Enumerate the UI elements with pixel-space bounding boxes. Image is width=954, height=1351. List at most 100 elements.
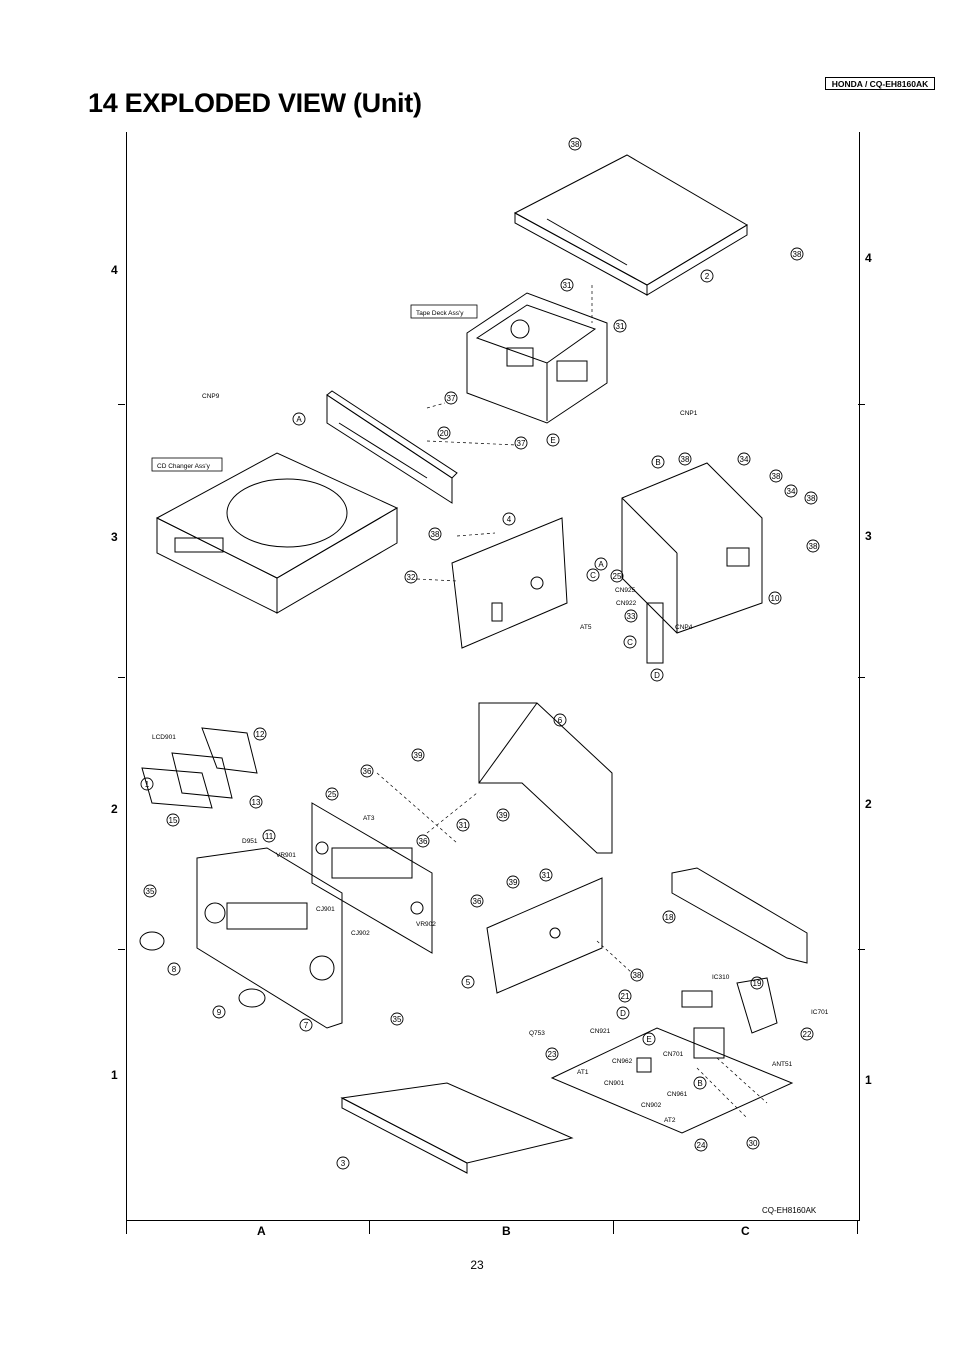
callout-number: 25: [613, 572, 622, 581]
callout-38: [428, 527, 442, 541]
lcd-assembly: [141, 727, 258, 809]
callout-number: 38: [809, 542, 818, 551]
main-pcb-24: [550, 1027, 794, 1134]
callout-number: 11: [265, 832, 274, 841]
callout-number: 22: [803, 1030, 812, 1039]
chassis-5: [486, 877, 603, 994]
at1-label: AT1: [577, 1069, 589, 1076]
cn701-label: CN701: [663, 1051, 684, 1058]
callout-number: 32: [407, 573, 416, 582]
part-callouts: [140, 137, 820, 1170]
callout-38: [678, 452, 692, 466]
column-label: B: [502, 1224, 511, 1238]
cnp4-label: CNP4: [675, 624, 693, 631]
zone-label-right: 1: [865, 1073, 872, 1087]
callout-number: 31: [563, 281, 572, 290]
connector-marker-a: [594, 557, 608, 571]
callout-number: 38: [772, 472, 781, 481]
callout-36: [470, 894, 484, 908]
cn961-label: CN961: [667, 1091, 688, 1098]
callout-number: 35: [146, 887, 155, 896]
connector-marker-d: [616, 1006, 630, 1020]
callout-7: [299, 1018, 313, 1032]
bottom-cover-3: [340, 1082, 574, 1174]
page-title: 14 EXPLODED VIEW (Unit): [88, 88, 422, 118]
connector-marker-c: [623, 635, 637, 649]
callout-31: [613, 319, 627, 333]
callout-number: 4: [507, 515, 512, 524]
callout-number: 38: [633, 971, 642, 980]
callout-number: 38: [793, 250, 802, 259]
callout-20: [437, 426, 451, 440]
callout-number: 31: [542, 871, 551, 880]
callout-23: [545, 1047, 559, 1061]
callout-31: [456, 818, 470, 832]
cd-changer-label: CD Changer Ass'y: [157, 463, 211, 470]
at2-label: AT2: [664, 1117, 676, 1124]
cj901-label: CJ901: [316, 906, 335, 913]
callout-39: [411, 748, 425, 762]
connector-marker-b: [651, 455, 665, 469]
callout-number: 8: [172, 965, 177, 974]
callout-5: [461, 975, 475, 989]
callout-number: 10: [771, 594, 780, 603]
callout-1: [140, 777, 154, 791]
connector-marker-d: [650, 668, 664, 682]
ic-heatsink-19: [681, 977, 778, 1034]
top-cover: [513, 154, 748, 296]
callout-25: [325, 787, 339, 801]
callout-number: 33: [627, 612, 636, 621]
callout-38: [630, 968, 644, 982]
chassis-4: [451, 517, 568, 649]
callout-number: 36: [419, 837, 428, 846]
callout-number: 36: [363, 767, 372, 776]
column-divider: [613, 1220, 614, 1234]
zone-divider-right: [858, 404, 865, 405]
connector-letter: B: [697, 1079, 702, 1088]
side-chassis-10: [621, 462, 763, 634]
heatsink-18: [671, 867, 808, 964]
cn962-label: CN962: [612, 1058, 633, 1065]
callout-35: [143, 884, 157, 898]
connector-marker-e: [546, 433, 560, 447]
bracket-20: [326, 390, 458, 504]
callout-number: 39: [499, 811, 508, 820]
zone-divider-left: [118, 677, 125, 678]
callout-3: [336, 1156, 350, 1170]
callout-38: [769, 469, 783, 483]
connector-letter: D: [620, 1009, 626, 1018]
front-panel-7: [196, 847, 343, 1029]
callout-number: 37: [517, 439, 526, 448]
lcd901-label: LCD901: [152, 734, 176, 741]
callout-13: [249, 795, 263, 809]
callout-34: [784, 484, 798, 498]
callout-number: 12: [256, 730, 265, 739]
callout-number: 31: [459, 821, 468, 830]
callout-31: [560, 278, 574, 292]
callout-38: [790, 247, 804, 261]
zone-label-left: 4: [111, 263, 118, 277]
callout-38: [568, 137, 582, 151]
model-tag: HONDA / CQ-EH8160AK: [825, 77, 935, 90]
column-divider: [369, 1220, 370, 1234]
callout-number: 34: [740, 455, 749, 464]
ic701-label: IC701: [811, 1009, 829, 1016]
connector-letter: D: [654, 671, 660, 680]
callout-33: [624, 609, 638, 623]
callout-11: [262, 829, 276, 843]
callout-2: [700, 269, 714, 283]
d951-label: D951: [242, 838, 258, 845]
callout-number: 3: [341, 1159, 346, 1168]
zone-divider-left: [118, 404, 125, 405]
exploded-view-diagram: 38 38 2 31 31 37 20 37 38 34 38 34 38 38…: [139, 137, 829, 1174]
column-label: C: [741, 1224, 750, 1238]
callout-22: [800, 1027, 814, 1041]
cn901-label: CN901: [604, 1080, 625, 1087]
callout-number: 21: [621, 992, 630, 1001]
callout-number: 36: [473, 897, 482, 906]
callout-31: [539, 868, 553, 882]
callout-number: 34: [787, 487, 796, 496]
connector-marker-e: [642, 1032, 656, 1046]
connector-marker-b: [693, 1076, 707, 1090]
callout-12: [253, 727, 267, 741]
